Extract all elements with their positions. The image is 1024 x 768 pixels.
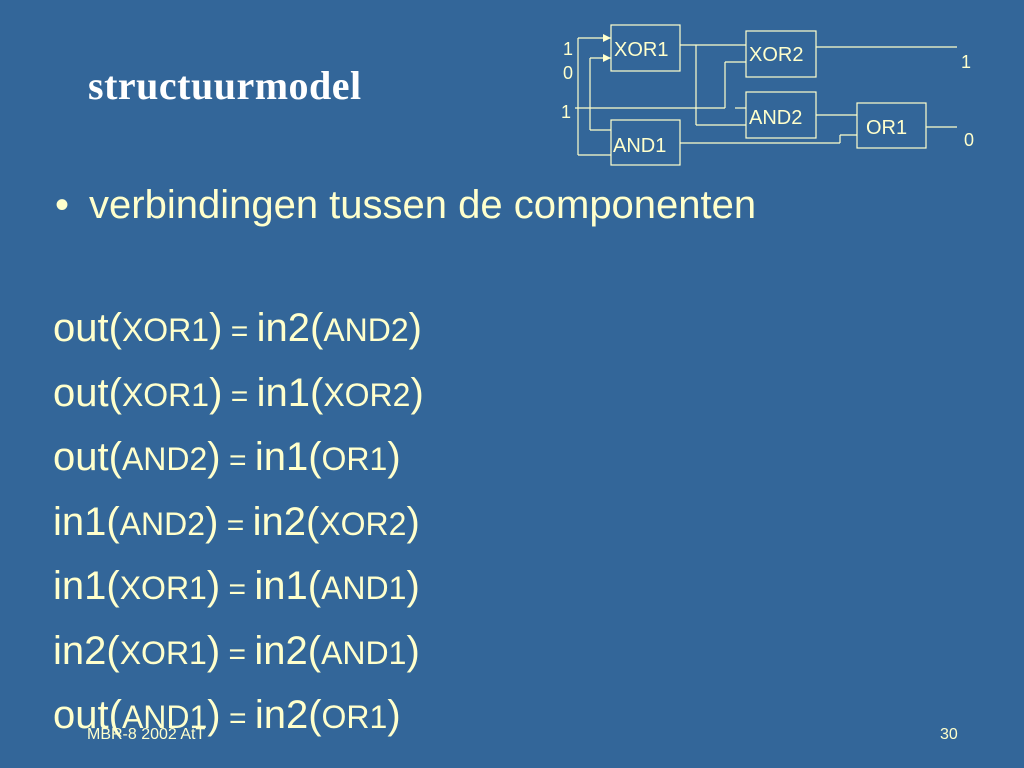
gate-box-xor2 (745, 30, 817, 78)
slide-title: structuurmodel (88, 63, 362, 108)
gate-label-and2: AND2 (749, 107, 802, 129)
equation-line: in1(XOR1) = in1(AND1) (53, 564, 420, 608)
equation-list: out(XOR1) = in2(AND2) out(XOR1) = in1(XO… (53, 302, 424, 754)
gate-box-xor1 (610, 24, 681, 72)
equation-line: out(AND1) = in2(OR1) (53, 693, 401, 737)
equation-line: in2(XOR1) = in2(AND1) (53, 628, 420, 673)
gate-box-and1 (610, 119, 681, 166)
gate-label-xor1: XOR1 (614, 39, 668, 61)
gate-box-or1 (856, 102, 927, 149)
input-arrow-1 (603, 34, 611, 42)
bullet-dot: • (55, 183, 70, 227)
equation-line: out(AND2) = in1(OR1) (53, 435, 401, 479)
equation-line: in1(AND2) = in2(XOR2) (53, 499, 420, 544)
page-number: 30 (940, 726, 958, 743)
input-value-1: 1 (563, 39, 573, 59)
input-arrow-2 (603, 54, 611, 62)
input-value-3: 1 (561, 102, 571, 122)
gate-label-or1: OR1 (866, 117, 907, 139)
input-value-2: 0 (563, 63, 573, 83)
output-value-2: 0 (964, 130, 974, 150)
footer-text: MBR-8 2002 AtT (87, 726, 206, 743)
equation-line: out(XOR1) = in2(AND2) (53, 306, 422, 350)
gate-label-xor2: XOR2 (749, 44, 803, 66)
output-value-1: 1 (961, 52, 971, 72)
gate-box-and2 (745, 91, 817, 139)
gate-label-and1: AND1 (613, 135, 666, 157)
bullet-item: • verbindingen tussen de componenten (55, 183, 756, 228)
bullet-text: verbindingen tussen de componenten (89, 183, 757, 227)
equation-line: out(XOR1) = in1(XOR2) (53, 370, 424, 415)
